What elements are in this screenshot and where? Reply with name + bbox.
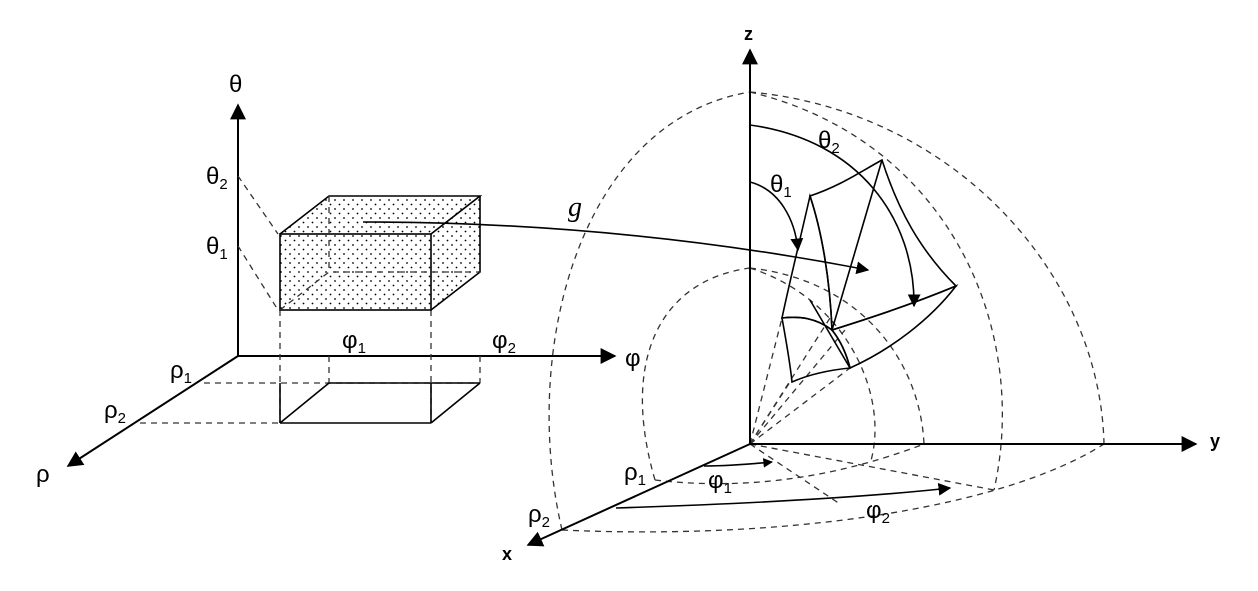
- inner-equator: [654, 443, 925, 485]
- outer-meridian-y: [749, 91, 1105, 445]
- inner-meridian-mid: [749, 267, 876, 465]
- spherical-patch: [780, 158, 959, 384]
- phi1-arc: [703, 458, 773, 468]
- cartesian-phi1-label: φ1: [708, 467, 732, 497]
- x-axis: [526, 443, 751, 547]
- rho-axis-label: ρ: [36, 461, 50, 488]
- y-axis-label: y: [1210, 431, 1220, 451]
- theta1-guide: [237, 245, 279, 311]
- phi1-ray: [749, 443, 841, 505]
- theta2-guide: [237, 175, 279, 235]
- cartesian-rho1-label: ρ1: [624, 459, 646, 489]
- inner-meridian-x: [641, 267, 751, 481]
- cartesian-space: z y x θ1 θ2 φ1 φ2 ρ1 ρ2: [502, 24, 1220, 564]
- cartesian-theta1-label: θ1: [770, 171, 792, 201]
- outer-meridian-x: [548, 91, 751, 531]
- cone-ray-b: [749, 367, 851, 445]
- mapping-label: g: [568, 192, 582, 223]
- theta2-arc: [749, 124, 921, 308]
- phi-axis-label: φ: [625, 345, 641, 372]
- parameter-box: [279, 195, 483, 311]
- outer-equator: [561, 443, 1105, 533]
- phi2-label: φ2: [492, 327, 516, 357]
- rho1-label: ρ1: [170, 357, 192, 387]
- phi2-arc: [615, 482, 952, 509]
- x-axis-label: x: [502, 544, 512, 564]
- cartesian-phi2-label: φ2: [866, 497, 890, 527]
- phi2-ray: [749, 443, 995, 491]
- theta2-label: θ2: [206, 163, 228, 193]
- cone-ray-c: [749, 317, 831, 445]
- box-footprint: [279, 382, 481, 424]
- z-axis-label: z: [744, 24, 753, 44]
- outer-meridian-mid: [749, 91, 1003, 491]
- inner-meridian-y: [749, 267, 925, 445]
- rho2-label: ρ2: [104, 397, 126, 427]
- cartesian-theta2-label: θ2: [818, 127, 840, 157]
- theta1-label: θ1: [206, 233, 228, 263]
- parameter-space: θ φ ρ θ2 θ1 φ1 φ2 ρ1 ρ2: [36, 71, 641, 488]
- cartesian-rho2-label: ρ2: [528, 501, 550, 531]
- cone-ray-e: [749, 329, 846, 445]
- theta-axis-label: θ: [229, 71, 242, 98]
- mapping-arrow: [362, 221, 870, 275]
- theta1-arc: [749, 181, 804, 252]
- phi1-label: φ1: [342, 327, 366, 357]
- rho-axis: [66, 355, 239, 467]
